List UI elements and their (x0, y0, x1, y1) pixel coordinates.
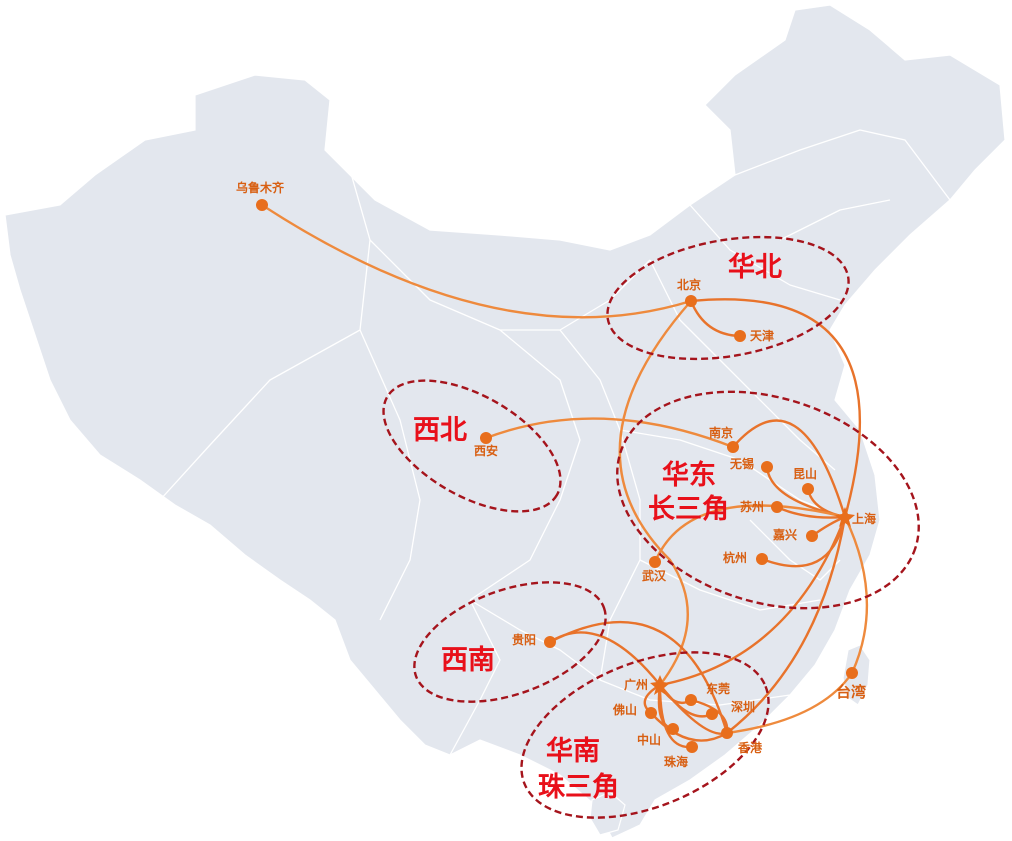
city-label-suzhou: 苏州 (740, 499, 764, 514)
city-label-tianjin: 天津 (750, 328, 774, 343)
region-label-east-line1: 华东 (662, 459, 716, 491)
region-label-south-line1: 华南 (546, 735, 600, 767)
route-beijing-shanghai (689, 298, 861, 519)
route-guiyang-hongkong (548, 620, 729, 735)
china-land (4, 4, 1006, 839)
city-dot-hangzhou (756, 553, 768, 565)
region-ring-northwest (382, 379, 562, 513)
region-ring-north (606, 235, 850, 361)
route-shanghai-wuhan (653, 504, 847, 564)
city-dot-nanjing (727, 441, 739, 453)
route-xian-nanjing (484, 417, 735, 449)
city-labels: 乌鲁木齐 北京 天津 西安 南京 无锡 昆山 苏州 上海 嘉兴 杭州 武汉 贵阳… (236, 180, 876, 769)
route-urumqi-beijing (260, 203, 693, 319)
region-labels: 华北 西北 华东 长三角 西南 华南 珠三角 (413, 251, 782, 803)
city-label-nanjing: 南京 (709, 425, 733, 440)
route-hangzhou-shanghai (760, 515, 847, 568)
city-dot-kunshan (802, 483, 814, 495)
city-dot-wuhan (649, 556, 661, 568)
city-label-foshan: 佛山 (612, 702, 637, 717)
province-borders (159, 99, 951, 756)
hub-star-shanghai (835, 507, 855, 527)
region-label-northwest: 西北 (413, 415, 467, 446)
city-dot-guiyang (544, 636, 556, 648)
city-dot-taiwan (846, 667, 858, 679)
route-beijing-tianjin (689, 299, 742, 338)
city-dot-shenzhen (706, 708, 718, 720)
route-foshan-hongkong (649, 711, 729, 742)
city-dot-beijing (685, 295, 697, 307)
city-label-urumqi: 乌鲁木齐 (236, 180, 285, 195)
region-ring-east (616, 390, 920, 610)
route-nanjing-shanghai (731, 419, 847, 519)
city-label-wuxi: 无锡 (729, 456, 754, 471)
city-dot-xian (480, 432, 492, 444)
route-taiwan-hongkong (725, 671, 854, 735)
city-label-wuhan: 武汉 (642, 568, 667, 583)
city-label-kunshan: 昆山 (793, 466, 817, 481)
route-guangzhou-zhuhai (658, 683, 694, 749)
city-label-hangzhou: 杭州 (723, 550, 747, 565)
city-dots (256, 199, 858, 753)
city-label-dongguan: 东莞 (706, 681, 730, 696)
city-dot-hongkong (721, 727, 733, 739)
city-label-shanghai: 上海 (852, 511, 876, 526)
city-dot-foshan (645, 707, 657, 719)
city-dot-zhongshan (667, 723, 679, 735)
region-label-north: 华北 (728, 251, 782, 283)
city-dot-dongguan (685, 694, 697, 706)
route-beijing-guangzhou (618, 299, 693, 687)
city-label-xian: 西安 (474, 443, 498, 458)
city-label-guiyang: 贵阳 (512, 632, 536, 647)
city-label-beijing: 北京 (677, 277, 701, 292)
region-rings (382, 235, 920, 819)
city-label-guangzhou: 广州 (624, 677, 648, 692)
city-label-jiaxing: 嘉兴 (772, 527, 797, 542)
city-dot-jiaxing (806, 530, 818, 542)
city-label-hongkong: 香港 (737, 740, 763, 755)
city-dot-suzhou (771, 501, 783, 513)
route-shanghai-guangzhou (658, 515, 847, 687)
city-dot-wuxi (761, 461, 773, 473)
region-label-southwest: 西南 (441, 645, 495, 676)
city-label-taiwan: 台湾 (836, 683, 866, 701)
city-dot-urumqi (256, 199, 268, 211)
region-ring-south (520, 651, 770, 819)
city-label-shenzhen: 深圳 (731, 699, 755, 714)
city-label-zhongshan: 中山 (637, 732, 661, 747)
region-ring-southwest (413, 581, 607, 703)
hub-star-guangzhou (650, 675, 670, 695)
region-label-east-line2: 长三角 (648, 493, 729, 525)
hub-markers (650, 507, 855, 695)
route-shanghai-hongkong (725, 515, 847, 735)
city-dot-zhuhai (686, 741, 698, 753)
city-label-zhuhai: 珠海 (664, 754, 688, 769)
region-label-south-line2: 珠三角 (538, 771, 619, 803)
city-dot-tianjin (734, 330, 746, 342)
